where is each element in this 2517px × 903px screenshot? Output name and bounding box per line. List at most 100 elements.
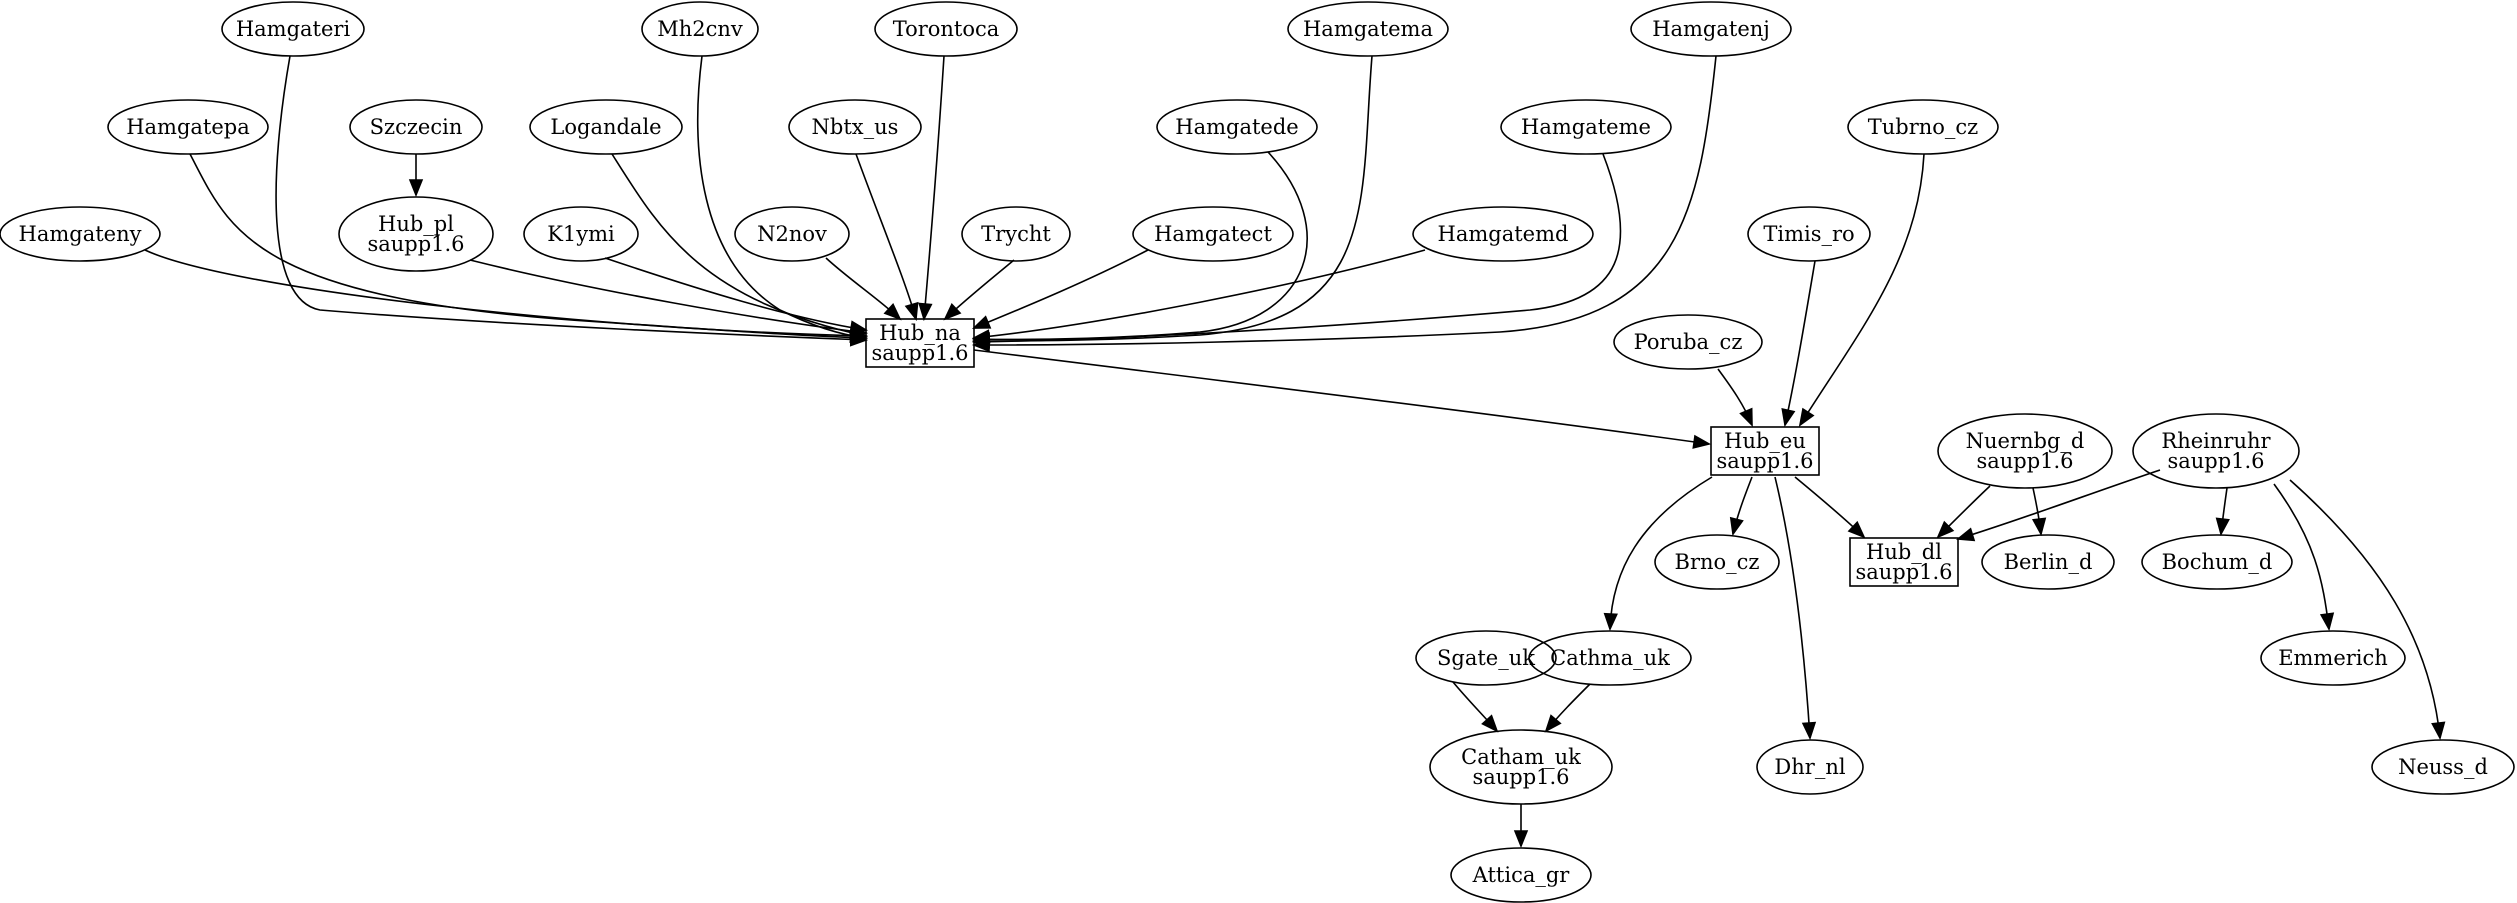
node-ellipse [2141, 534, 2293, 590]
node-ellipse [1756, 739, 1864, 795]
node-label: Attica_gr [1472, 863, 1571, 887]
edge-line [696, 55, 867, 339]
node-ellipse [1654, 534, 1780, 590]
node-timis_ro[interactable]: Timis_ro [1747, 206, 1871, 262]
node-szczecin[interactable]: Szczecin [349, 99, 483, 155]
node-cathma_uk[interactable]: Cathma_uk [1528, 630, 1692, 686]
node-ellipse [1981, 534, 2115, 590]
arrowhead-icon [1603, 612, 1618, 632]
node-sgate_uk[interactable]: Sgate_uk [1415, 630, 1557, 686]
node-ellipse [1937, 413, 2113, 489]
edge-hamgatede-to-hub_na [971, 151, 1308, 347]
node-k1ymi[interactable]: K1ymi [523, 206, 639, 262]
arrowhead-icon [1847, 520, 1866, 539]
node-hamgatemd[interactable]: Hamgatemd [1412, 206, 1594, 262]
node-n2nov[interactable]: N2nov [734, 206, 850, 262]
node-ellipse [874, 1, 1018, 57]
node-label: Cathma_uk [1550, 646, 1670, 670]
node-ellipse [107, 99, 269, 155]
edge-logandale-to-hub_na [611, 153, 869, 340]
node-ellipse [1613, 314, 1763, 370]
node-sublabel: saupp1.6 [871, 341, 968, 365]
node-neuss_d[interactable]: Neuss_d [2371, 739, 2515, 795]
node-sublabel: saupp1.6 [2167, 449, 2264, 473]
edge-hub_pl-to-hub_na [469, 259, 869, 339]
node-ellipse [2260, 630, 2406, 686]
node-hamgateny[interactable]: Hamgateny [0, 206, 161, 262]
node-hamgatepa[interactable]: Hamgatepa [107, 99, 269, 155]
node-bochum_d[interactable]: Bochum_d [2141, 534, 2293, 590]
node-label: Dhr_nl [1774, 755, 1845, 779]
node-brno_cz[interactable]: Brno_cz [1654, 534, 1780, 590]
edge-rheinruhr-to-hub_dl [1955, 469, 2161, 542]
edge-hamgatenj-to-hub_na [971, 55, 1717, 353]
node-label: Hamgateme [1521, 115, 1651, 139]
arrowhead-icon [943, 302, 962, 321]
node-ellipse [734, 206, 850, 262]
edge-hub_eu-to-dhr_nl [1774, 476, 1817, 741]
arrowhead-icon [1798, 407, 1815, 427]
node-hamgatede[interactable]: Hamgatede [1156, 99, 1318, 155]
edge-line [1609, 476, 1713, 630]
node-berlin_d[interactable]: Berlin_d [1981, 534, 2115, 590]
edge-timis_ro-to-hub_eu [1781, 260, 1816, 428]
node-logandale[interactable]: Logandale [529, 99, 683, 155]
arrowhead-icon [1692, 434, 1712, 449]
edge-line [275, 55, 867, 341]
node-ellipse [1528, 630, 1692, 686]
node-ellipse [1630, 1, 1792, 57]
node-label: Hub_dl [1866, 540, 1942, 564]
node-label: Hamgatepa [126, 115, 250, 139]
node-label: Hub_na [879, 321, 961, 345]
node-ellipse [2371, 739, 2515, 795]
node-ellipse [338, 196, 494, 272]
node-label: Szczecin [370, 115, 463, 139]
node-ellipse [1847, 99, 1999, 155]
edge-nbtx_us-to-hub_na [855, 153, 919, 322]
node-label: Emmerich [2278, 646, 2388, 670]
node-tubrno_cz[interactable]: Tubrno_cz [1847, 99, 1999, 155]
node-hamgatect[interactable]: Hamgatect [1132, 206, 1294, 262]
edge-hamgateny-to-hub_na [144, 249, 869, 343]
node-label: N2nov [757, 222, 827, 246]
node-label: Hamgatect [1154, 222, 1272, 246]
node-label: Logandale [550, 115, 661, 139]
node-label: Nuernbg_d [1966, 429, 2085, 453]
node-poruba_cz[interactable]: Poruba_cz [1613, 314, 1763, 370]
node-box [1849, 537, 1959, 587]
arrowhead-icon [904, 301, 919, 322]
node-trycht[interactable]: Trycht [961, 206, 1071, 262]
node-label: Poruba_cz [1634, 330, 1743, 354]
node-ellipse [788, 99, 922, 155]
node-label: Neuss_d [2398, 755, 2488, 779]
arrowhead-icon [1801, 721, 1817, 741]
node-emmerich[interactable]: Emmerich [2260, 630, 2406, 686]
node-box [865, 318, 975, 368]
edge-line [1774, 476, 1811, 739]
node-hamgatenj[interactable]: Hamgatenj [1630, 1, 1792, 57]
node-dhr_nl[interactable]: Dhr_nl [1756, 739, 1864, 795]
arrowhead-icon [2215, 517, 2230, 537]
node-attica_gr[interactable]: Attica_gr [1450, 847, 1592, 903]
arrowhead-icon [2319, 612, 2335, 632]
node-label: Nbtx_us [812, 115, 899, 139]
edge-line [973, 249, 1149, 329]
node-label: Hamgateny [19, 222, 142, 246]
node-label: Hamgateri [236, 17, 351, 41]
node-mh2cnv[interactable]: Mh2cnv [641, 1, 759, 57]
node-label: Sgate_uk [1437, 646, 1535, 670]
node-hamgatema[interactable]: Hamgatema [1287, 1, 1449, 57]
node-hamgateri[interactable]: Hamgateri [221, 1, 365, 57]
node-ellipse [1287, 1, 1449, 57]
node-hamgateme[interactable]: Hamgateme [1500, 99, 1672, 155]
node-nbtx_us[interactable]: Nbtx_us [788, 99, 922, 155]
node-torontoca[interactable]: Torontoca [874, 1, 1018, 57]
